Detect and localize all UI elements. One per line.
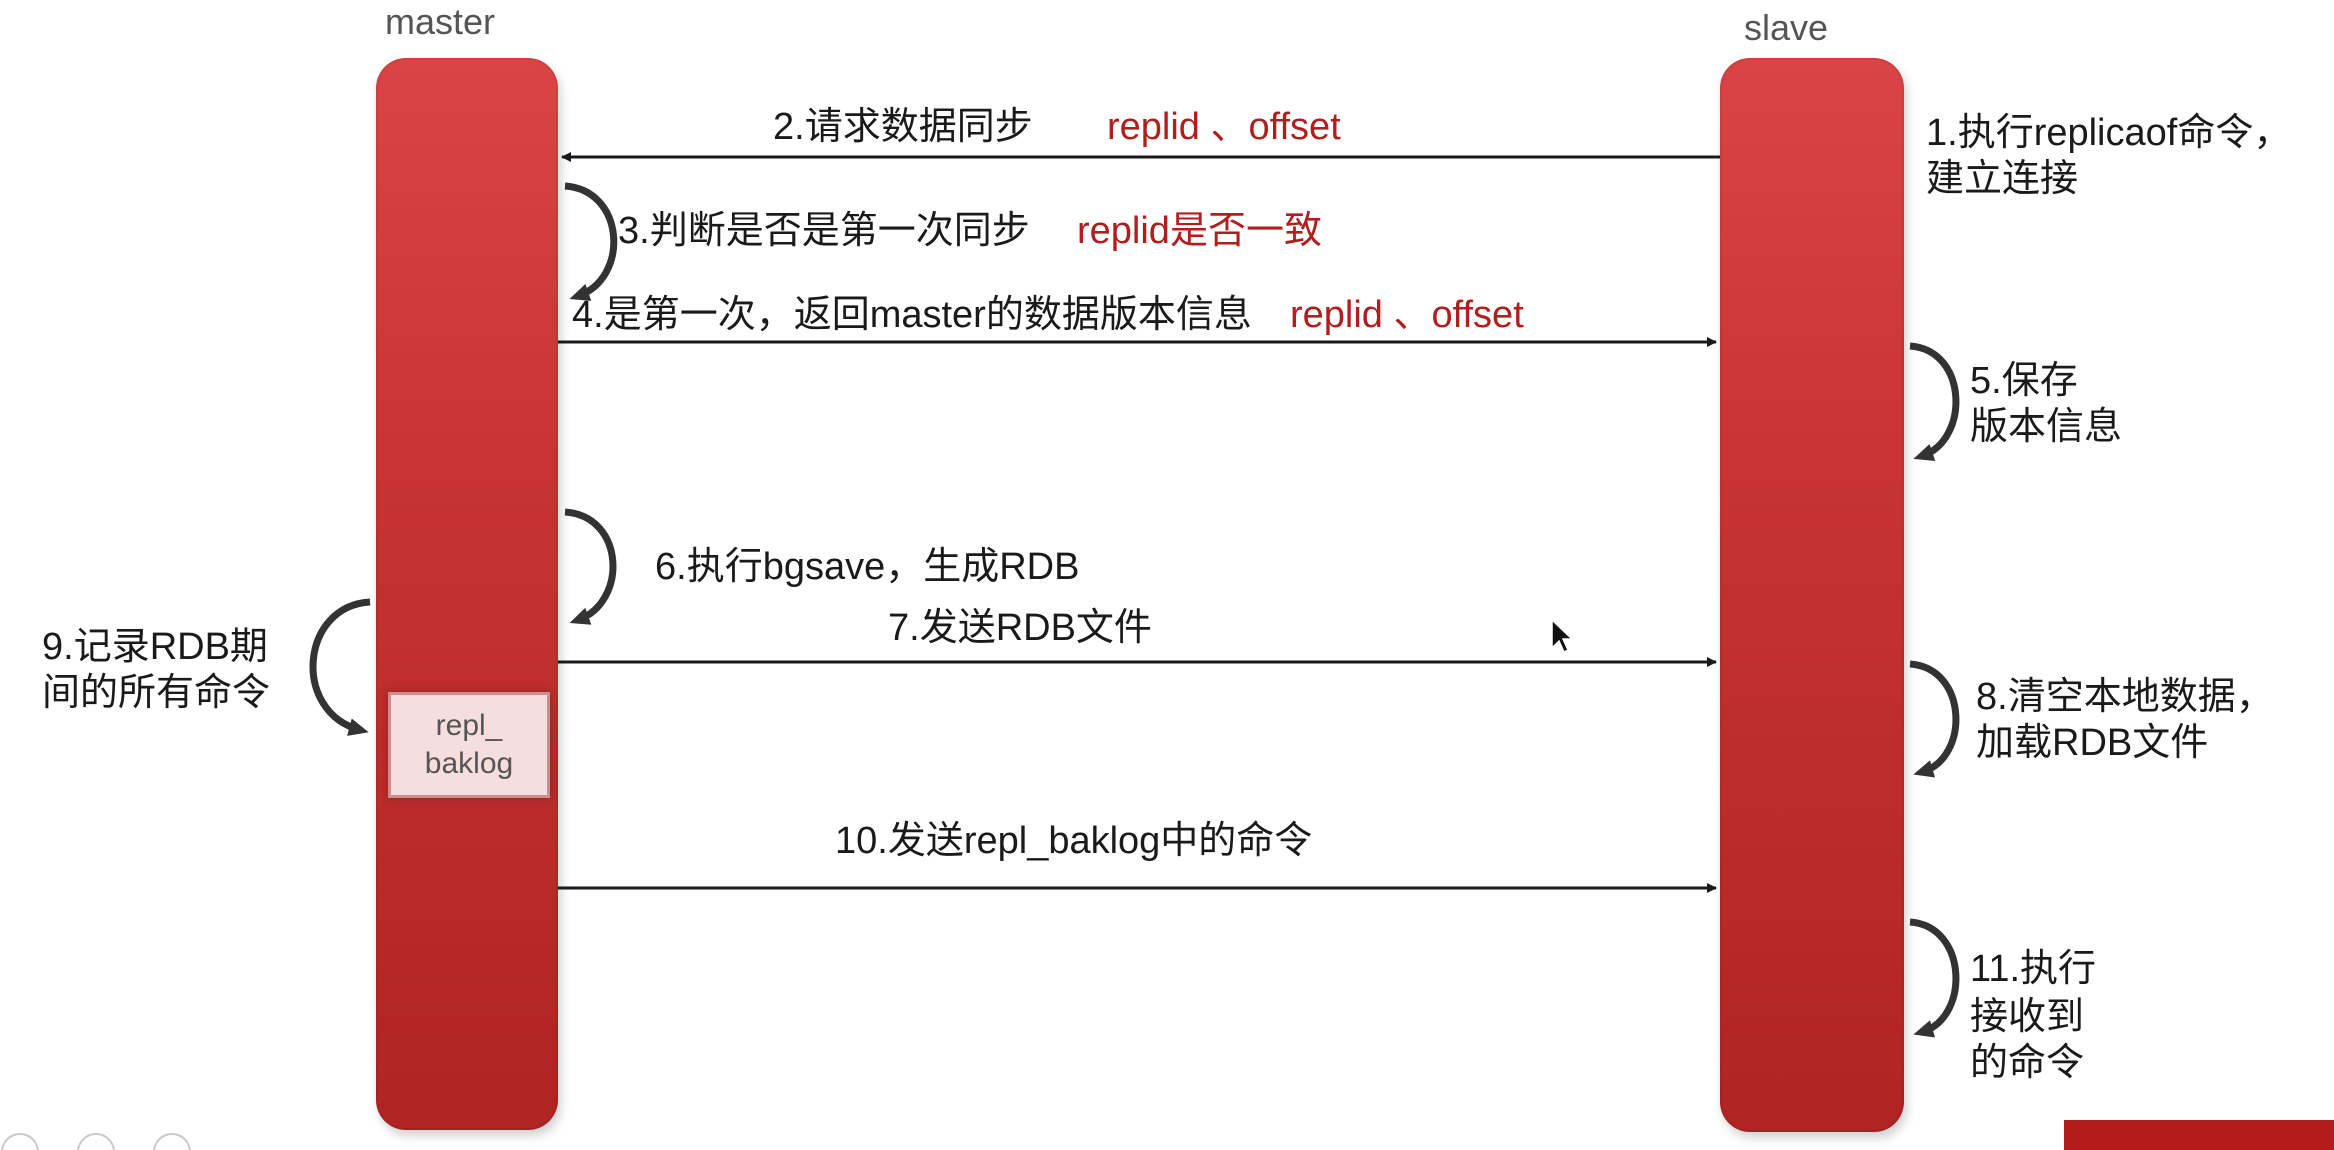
step10-label: 10.发送repl_baklog中的命令 bbox=[835, 820, 1313, 862]
slave-lifeline bbox=[1720, 58, 1904, 1132]
self-arrow-step3 bbox=[564, 182, 618, 301]
step9-label-line2: 间的所有命令 bbox=[42, 672, 271, 714]
step4-label: 4.是第一次，返回master的数据版本信息 bbox=[572, 294, 1252, 336]
slave-title: slave bbox=[1744, 7, 1829, 48]
self-arrow-step8 bbox=[1909, 660, 1960, 778]
step4-keys-text: replid 、offset bbox=[1290, 294, 1524, 336]
step5-label-line1: 5.保存 bbox=[1970, 360, 2078, 402]
step8-label-line1: 8.清空本地数据， bbox=[1976, 676, 2274, 718]
master-title: master bbox=[385, 1, 496, 42]
watermark-banner bbox=[2064, 1120, 2334, 1150]
step3-label: 3.判断是否是第一次同步 bbox=[618, 210, 1030, 252]
self-arrow-step11 bbox=[1909, 918, 1960, 1038]
step11-label-line3: 的命令 bbox=[1970, 1042, 2085, 1084]
step1-label-line1: 1.执行replicaof命令， bbox=[1926, 112, 2292, 154]
step2-label: 2.请求数据同步 bbox=[773, 106, 1033, 148]
step8-label-line2: 加载RDB文件 bbox=[1976, 722, 2209, 764]
step6-label: 6.执行bgsave，生成RDB bbox=[655, 546, 1080, 588]
step9-label-line1: 9.记录RDB期 bbox=[42, 626, 268, 668]
step1-label-line2: 建立连接 bbox=[1926, 158, 2079, 200]
step3-keys: replid是否一致 bbox=[1077, 208, 1322, 254]
self-arrow-step6 bbox=[564, 508, 617, 625]
self-arrow-step5 bbox=[1909, 342, 1960, 462]
self-arrow-step9 bbox=[309, 598, 371, 736]
step2-keys: replid 、offset bbox=[1107, 104, 1341, 150]
step11-label-line2: 接收到 bbox=[1970, 996, 2085, 1038]
repl-baklog-box: repl_ baklog bbox=[388, 692, 550, 798]
step5-label-line2: 版本信息 bbox=[1970, 406, 2123, 448]
step7-label: 7.发送RDB文件 bbox=[888, 607, 1152, 649]
mouse-cursor-icon bbox=[1551, 618, 1574, 654]
slide-nav-circles bbox=[1, 1133, 191, 1150]
step11-label-line1: 11.执行 bbox=[1970, 948, 2097, 990]
master-lifeline bbox=[376, 58, 558, 1130]
step4-keys: replid 、offset bbox=[1290, 292, 1524, 338]
repl-baklog-line2: baklog bbox=[424, 747, 514, 780]
step3-keys-text: replid是否一致 bbox=[1077, 210, 1322, 252]
step2-keys-text: replid 、offset bbox=[1107, 106, 1341, 148]
repl-baklog-line1: repl_ bbox=[435, 709, 503, 742]
